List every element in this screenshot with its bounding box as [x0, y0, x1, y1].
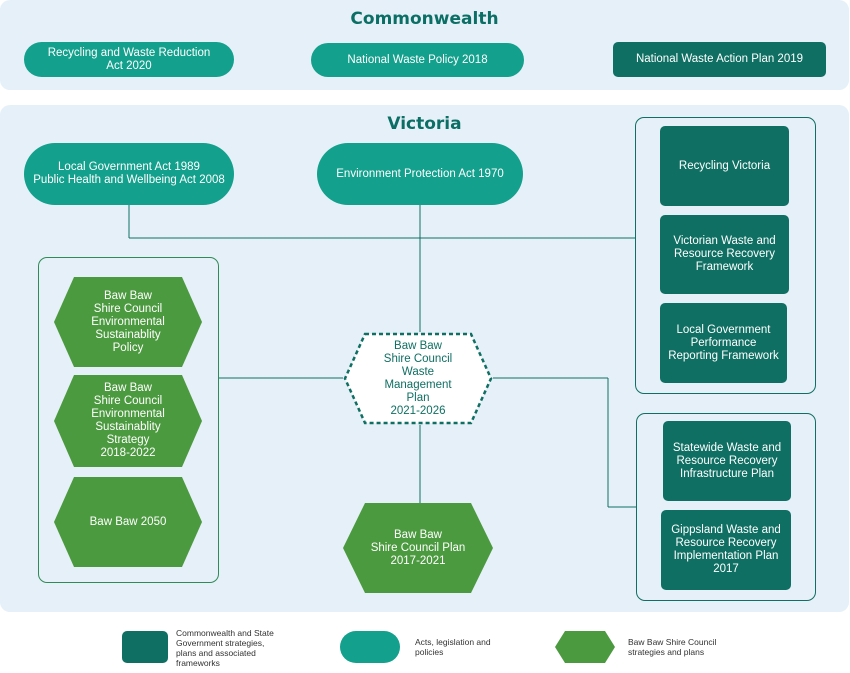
frameworks-frame — [635, 117, 816, 394]
council-hex-policy: Baw Baw Shire Council Environmental Sust… — [54, 277, 202, 367]
framework-performance-reporting: Local Government Performance Reporting F… — [660, 303, 787, 383]
legend-label-frameworks: Commonwealth and State Government strate… — [176, 628, 274, 668]
legend-swatch-acts — [340, 631, 400, 663]
framework-recycling-victoria: Recycling Victoria — [660, 126, 789, 206]
hexagon-shape — [343, 503, 493, 593]
framework-victorian-waste: Victorian Waste and Resource Recovery Fr… — [660, 215, 789, 294]
act-environment-protection: Environment Protection Act 1970 — [317, 143, 523, 205]
commonwealth-item-recycling-act: Recycling and Waste Reduction Act 2020 — [24, 42, 234, 77]
council-hex-strategy: Baw Baw Shire Council Environmental Sust… — [54, 375, 202, 467]
council-hex-policy-label: Baw Baw Shire Council Environmental Sust… — [91, 289, 165, 354]
commonwealth-title: Commonwealth — [350, 9, 499, 29]
dashed-hexagon-shape — [343, 332, 493, 425]
legend-label-council: Baw Baw Shire Council strategies and pla… — [628, 637, 717, 657]
plans-frame — [636, 413, 816, 601]
victoria-title: Victoria — [387, 114, 462, 134]
legend-swatch-council — [555, 631, 615, 663]
center-waste-plan-label: Baw Baw Shire Council Waste Management P… — [383, 339, 453, 417]
legend-label-acts: Acts, legislation and policies — [415, 637, 491, 657]
center-waste-plan: Baw Baw Shire Council Waste Management P… — [343, 332, 493, 425]
hexagon-shape — [54, 477, 202, 567]
commonwealth-item-action-plan: National Waste Action Plan 2019 — [613, 42, 826, 77]
council-hex-2050: Baw Baw 2050 — [54, 477, 202, 567]
hexagon-shape — [54, 277, 202, 367]
plan-gippsland-implementation: Gippsland Waste and Resource Recovery Im… — [661, 510, 791, 590]
commonwealth-item-waste-policy: National Waste Policy 2018 — [311, 43, 524, 77]
council-hex-2050-label: Baw Baw 2050 — [89, 515, 167, 528]
hexagon-shape — [54, 375, 202, 467]
council-hex-strategy-label: Baw Baw Shire Council Environmental Sust… — [91, 382, 165, 459]
legend-swatch-frameworks — [122, 631, 168, 663]
plan-statewide-infrastructure: Statewide Waste and Resource Recovery In… — [663, 421, 791, 501]
council-plan-hex: Baw Baw Shire Council Plan 2017-2021 — [343, 503, 493, 593]
council-frame — [38, 257, 219, 583]
council-plan-label: Baw Baw Shire Council Plan 2017-2021 — [370, 528, 466, 567]
act-local-government: Local Government Act 1989 Public Health … — [24, 143, 234, 205]
